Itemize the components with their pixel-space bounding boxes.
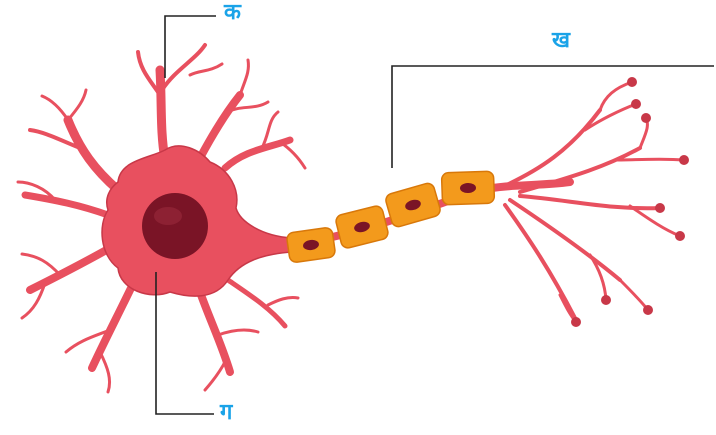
synaptic-knob (655, 203, 665, 213)
schwann-cell (335, 205, 390, 250)
dendrite-branch (268, 297, 298, 305)
label-axon: ख (552, 30, 570, 52)
dendrite-branch (228, 280, 285, 326)
dendrite-branch (218, 330, 258, 335)
terminal-branch (600, 82, 632, 110)
synaptic-knob (641, 113, 651, 123)
dendrite-branch (22, 254, 60, 275)
dendrite-branch (225, 140, 290, 168)
terminal-branch (615, 159, 684, 160)
dendrite-branch (240, 60, 248, 95)
dendrite-branch (280, 142, 305, 168)
schwann-cell (286, 227, 336, 263)
synaptic-knob (675, 231, 685, 241)
dendrite-branch (68, 120, 118, 190)
label-cell-body: ग (220, 402, 232, 424)
nucleus (142, 193, 208, 259)
label-dendrite: क (224, 2, 241, 24)
synaptic-knob (643, 305, 653, 315)
terminal-branch (510, 200, 620, 280)
synaptic-knob (627, 77, 637, 87)
terminal-branch (520, 196, 660, 208)
dendrite-branch (42, 96, 68, 120)
schwann-cell (384, 182, 441, 228)
dendrite-branch (25, 195, 108, 215)
dendrite-branch (92, 286, 132, 368)
dendrite-branch (162, 45, 205, 90)
synaptic-knob (571, 317, 581, 327)
terminal-branch (500, 110, 600, 188)
dendrite-branch (68, 90, 86, 120)
dendrite-branch (30, 248, 110, 290)
axon-terminals (500, 77, 689, 327)
terminal-branch (620, 280, 648, 310)
schwann-cell (441, 171, 494, 205)
dendrite-branch (200, 95, 240, 158)
dendrite-branch (160, 70, 165, 160)
terminal-branch (630, 206, 680, 236)
synaptic-knob (679, 155, 689, 165)
dendrite-branch (190, 64, 222, 75)
nucleus-highlight (154, 207, 182, 225)
dendrite-branch (100, 352, 110, 392)
myelin-sheath (286, 171, 494, 263)
synaptic-knob (631, 99, 641, 109)
synaptic-knob (601, 295, 611, 305)
axon-bracket-line (392, 66, 714, 168)
dendrite-branch (205, 360, 226, 390)
